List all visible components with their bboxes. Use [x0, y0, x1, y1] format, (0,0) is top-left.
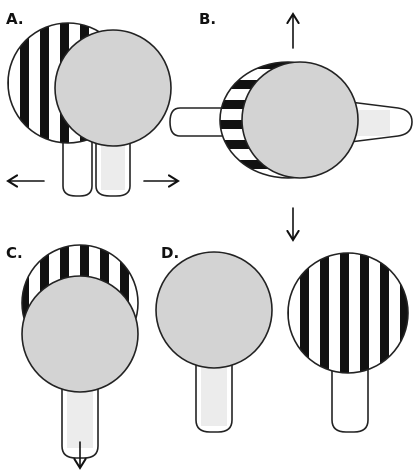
panel-b: B. [170, 10, 412, 240]
panel-a: A. [6, 10, 178, 196]
grey-paddle [156, 252, 272, 432]
panel-d: D. [156, 244, 408, 432]
panel-label-c: C. [6, 244, 23, 262]
grey-disc [242, 62, 358, 178]
panel-label-d: D. [161, 244, 179, 262]
grey-disc [22, 276, 138, 392]
panel-label-b: B. [199, 10, 216, 28]
striped-paddle [288, 253, 408, 432]
panel-c: C. [6, 244, 138, 468]
panel-label-a: A. [6, 10, 24, 28]
